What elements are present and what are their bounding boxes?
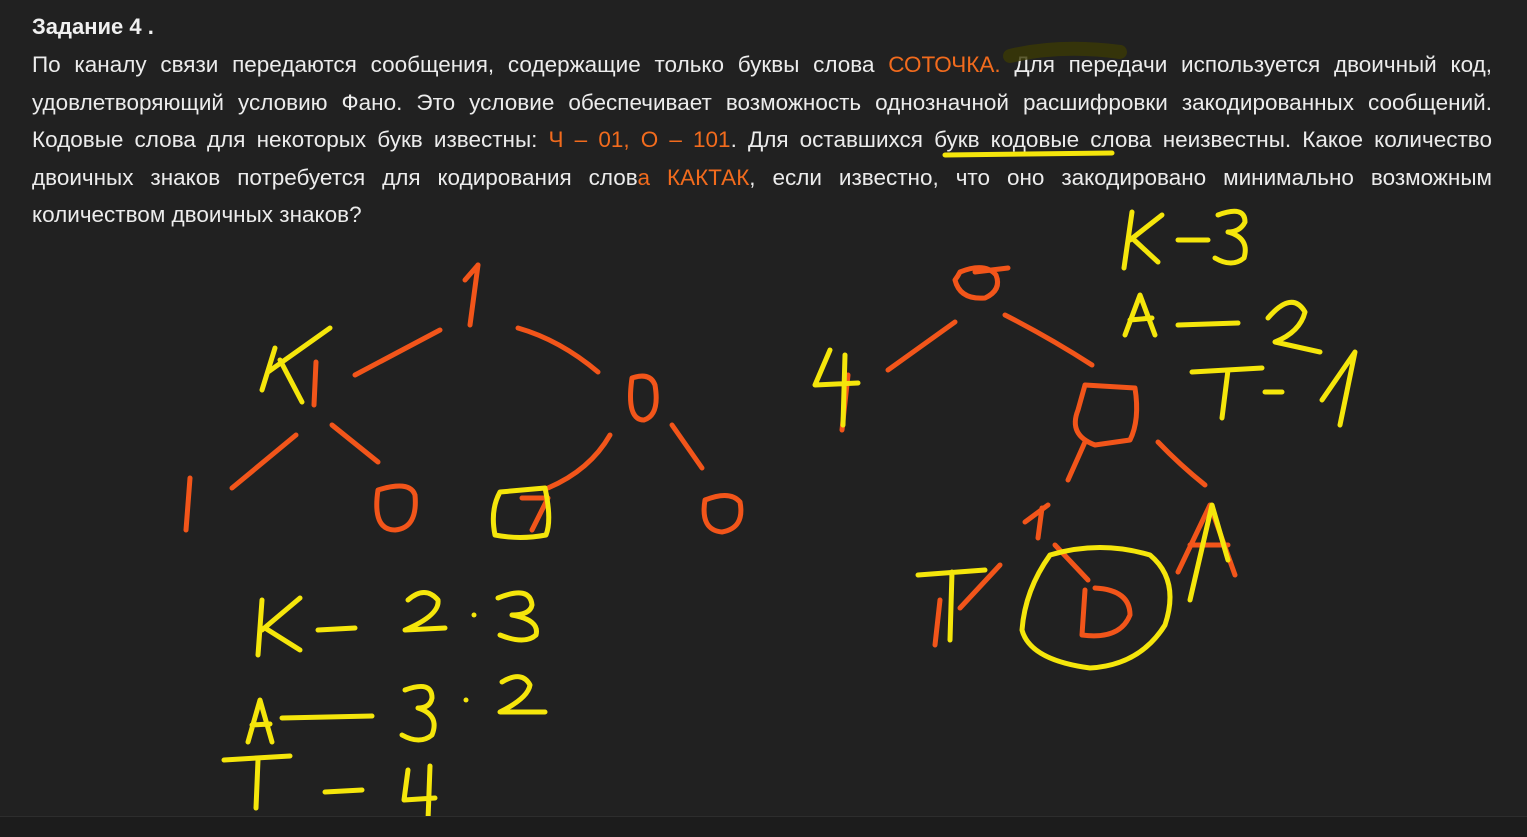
target-word-highlight: а КАКТАК <box>637 164 750 190</box>
branch <box>1052 542 1091 583</box>
branch <box>1155 439 1208 488</box>
task-text-part: По каналу связи передаются сообщения, со… <box>32 52 889 77</box>
bottom-bar <box>0 816 1527 837</box>
circle-around-d <box>1019 545 1173 671</box>
letter-k <box>259 325 333 405</box>
task-statement: По каналу связи передаются сообщения, со… <box>32 46 1492 234</box>
right-tree <box>812 265 1238 671</box>
leaf-digit-0 <box>701 493 744 535</box>
letter-t <box>915 567 988 643</box>
branch <box>229 432 299 491</box>
letter-d <box>1079 585 1133 639</box>
source-word-highlight: СОТОЧКА. <box>888 52 1001 77</box>
branch <box>1065 439 1088 483</box>
task-text-part: . Для оставшихся букв кодовые слова неиз… <box>32 127 1492 190</box>
leaf-digit-0 <box>374 483 418 533</box>
leaf-digit-1 <box>183 475 193 533</box>
task-title: Задание 4 . <box>32 14 154 39</box>
node-box <box>1072 382 1140 448</box>
branch <box>957 562 1003 611</box>
branch <box>545 432 613 491</box>
branch <box>885 319 958 373</box>
task-text-part: Для передачи используется двоичный код, … <box>32 52 1492 153</box>
left-tree <box>183 262 744 540</box>
known-codes-highlight: Ч – 01, О – 101 <box>548 127 731 153</box>
node-digit-0 <box>628 373 659 423</box>
branch <box>1002 312 1095 368</box>
leaf-digit-1 <box>839 372 851 433</box>
branch <box>329 422 381 465</box>
branch <box>669 422 705 471</box>
root-digit-0 <box>952 265 1001 301</box>
letter-a <box>1175 502 1238 578</box>
branch <box>515 325 601 375</box>
left-counts <box>221 590 548 823</box>
left-tree-root-digit <box>467 262 481 328</box>
leaf-mark-7 <box>519 495 551 533</box>
leaf-box <box>490 485 552 540</box>
branch <box>352 327 443 378</box>
digit-1 <box>1022 502 1051 541</box>
right-counts <box>1121 208 1358 428</box>
leaf-digit-4 <box>812 347 861 428</box>
task-text-part: , если известно, что оно закодировано ми… <box>32 164 1492 228</box>
